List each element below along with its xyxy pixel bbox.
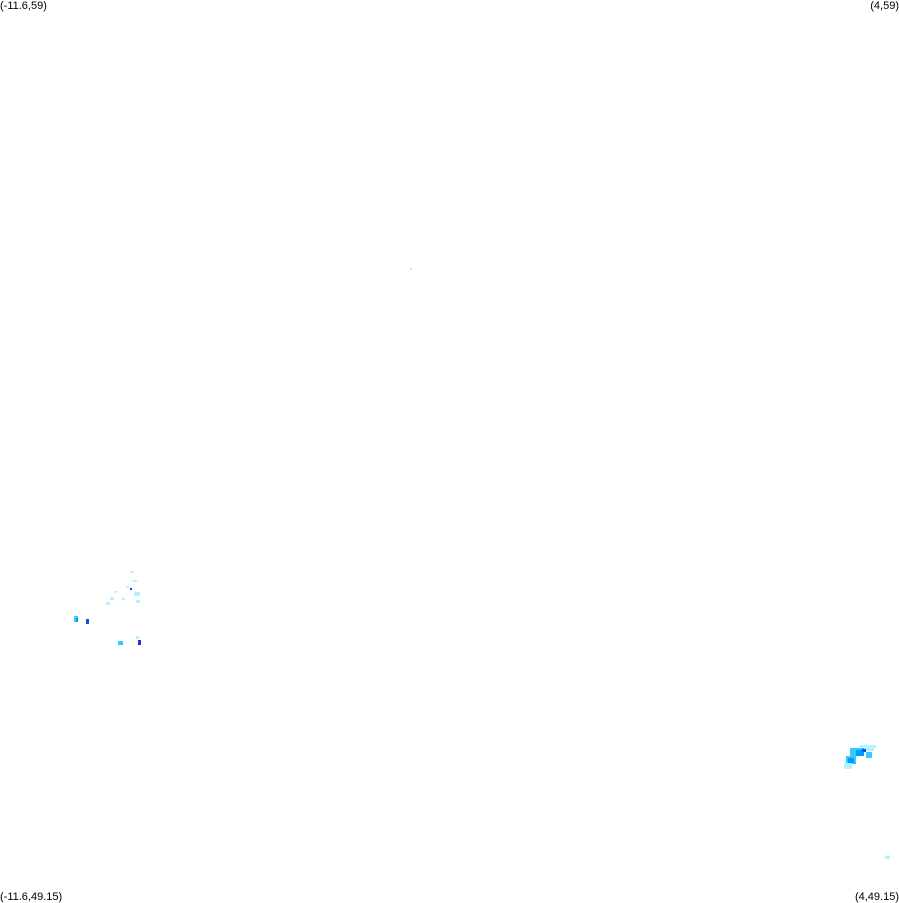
echo-cell — [136, 636, 139, 639]
echo-cell — [136, 600, 140, 603]
echo-cell — [114, 591, 117, 593]
echo-cell — [126, 586, 129, 588]
echo-cell — [130, 588, 132, 590]
echo-cell — [122, 598, 125, 600]
echo-cell — [866, 752, 872, 758]
echo-cell — [410, 268, 412, 270]
echo-cell — [110, 597, 114, 600]
echo-cell — [138, 640, 141, 645]
echo-cell — [118, 641, 123, 645]
echo-cell — [133, 580, 137, 582]
echo-cell — [76, 618, 78, 622]
echo-cell — [106, 602, 110, 605]
echo-cell — [862, 749, 866, 752]
corner-label-top-left: (-11.6,59) — [0, 0, 47, 12]
echo-cell — [134, 592, 140, 596]
echo-cell — [885, 856, 890, 859]
echo-cell — [872, 745, 876, 748]
corner-label-bottom-right: (4,49.15) — [854, 891, 899, 903]
corner-label-bottom-left: (-11.6,49.15) — [0, 891, 63, 903]
echo-cell — [130, 571, 134, 573]
echo-cell — [86, 619, 89, 624]
echo-cell — [856, 750, 864, 756]
echo-cell — [844, 763, 852, 769]
echo-cell — [848, 758, 854, 763]
corner-label-top-right: (4,59) — [870, 0, 899, 12]
echo-cell — [860, 745, 874, 751]
